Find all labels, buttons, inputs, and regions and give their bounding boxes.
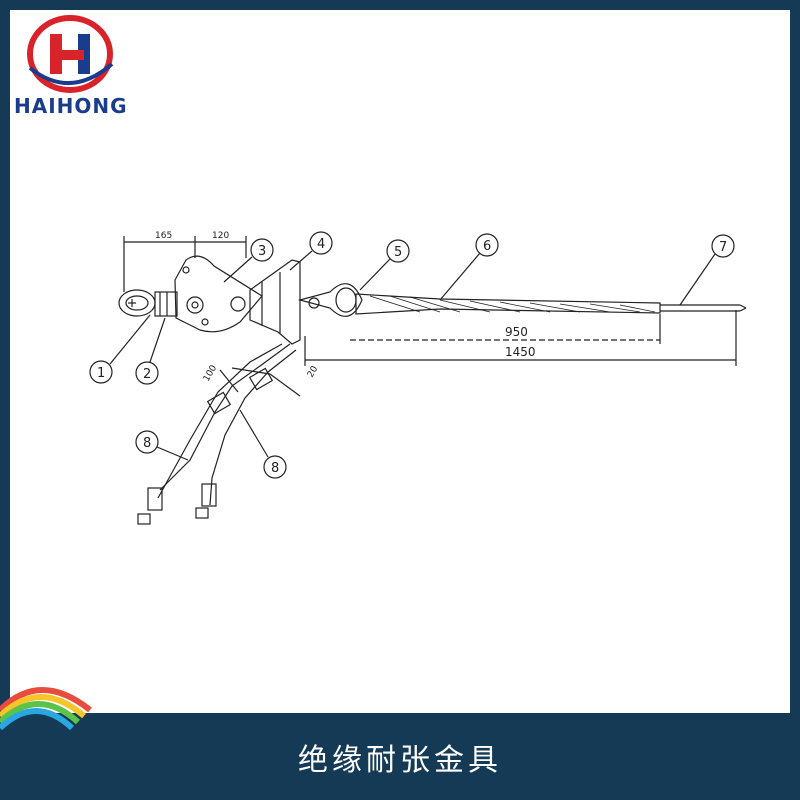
callout-8b-label: 8 <box>271 461 279 476</box>
callout-2-label: 2 <box>143 367 151 382</box>
callout-5 <box>386 239 410 263</box>
callout-7 <box>711 234 735 258</box>
thimble-part-5 <box>297 283 363 317</box>
brand-name: HAIHONG <box>14 94 128 118</box>
dim-label-100: 100 <box>202 363 219 383</box>
callout-4 <box>309 231 333 255</box>
callout-1-label: 1 <box>97 366 105 381</box>
callout-2 <box>135 361 159 385</box>
callout-4-label: 4 <box>317 237 325 252</box>
preformed-dead-end-part-6 <box>355 293 661 315</box>
grounding-lead-8a <box>159 343 291 491</box>
footer-bar: 绝缘耐张金具 <box>0 713 800 800</box>
diagram-panel <box>10 10 790 713</box>
callout-8b <box>263 455 287 479</box>
shackle-part-1 <box>118 289 156 317</box>
terminal-lug <box>201 483 217 507</box>
yoke-plate-part-3 <box>174 255 263 333</box>
callout-3 <box>250 238 274 262</box>
dim-label-165: 165 <box>155 231 172 241</box>
insulator-part-4 <box>249 259 301 345</box>
clevis-part-2 <box>154 291 178 317</box>
terminal-lug <box>147 487 163 511</box>
callout-8a-label: 8 <box>143 436 151 451</box>
callout-3-label: 3 <box>258 244 266 259</box>
dim-label-1450: 1450 <box>505 345 536 359</box>
callout-6-label: 6 <box>483 239 491 254</box>
dim-label-120: 120 <box>212 231 229 241</box>
product-caption: 绝缘耐张金具 <box>298 742 502 778</box>
rainbow-decoration <box>0 687 92 730</box>
callout-5-label: 5 <box>394 245 402 260</box>
callout-7-label: 7 <box>719 240 727 255</box>
callout-1 <box>89 360 113 384</box>
callout-8a <box>135 430 159 454</box>
dim-label-950: 950 <box>505 325 528 339</box>
dim-label-20: 20 <box>306 364 321 379</box>
callout-6 <box>475 233 499 257</box>
haihong-logo <box>27 15 114 93</box>
grounding-lead-8b <box>209 349 297 506</box>
pin <box>186 296 204 314</box>
